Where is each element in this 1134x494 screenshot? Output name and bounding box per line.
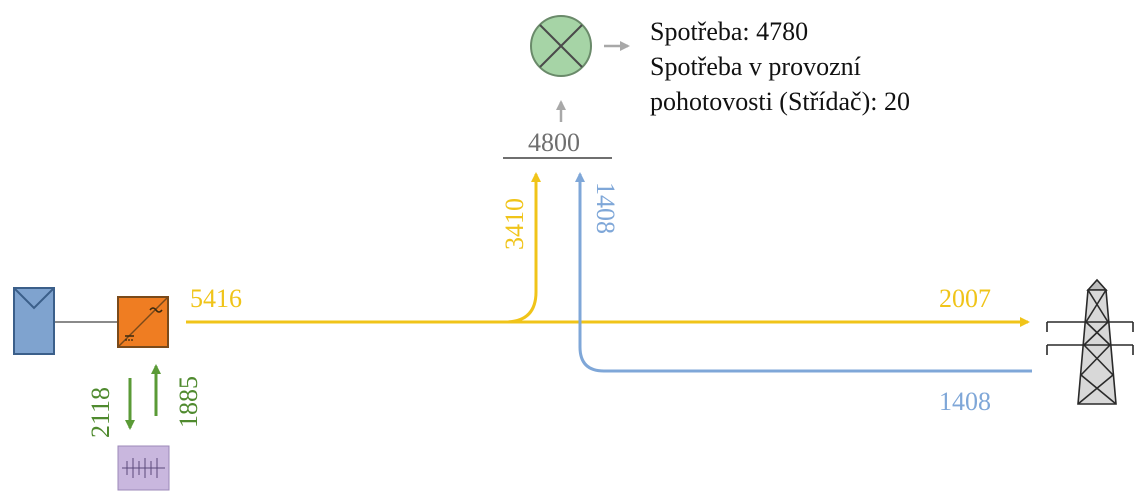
solar-to-home-flow xyxy=(504,172,541,324)
solar-to-home-value: 3410 xyxy=(500,198,529,250)
grid-export-value: 2007 xyxy=(939,284,991,313)
lamp-icon xyxy=(530,15,592,77)
power-pylon-icon xyxy=(1046,278,1134,405)
battery-charge-value: 2118 xyxy=(86,386,115,438)
standby-consumption-line: Spotřeba v provozní xyxy=(650,52,861,81)
pv-production-value: 5416 xyxy=(190,284,242,313)
grid-to-home-flow xyxy=(575,172,1032,373)
standby-consumption-line-cont: pohotovosti (Střídač): 20 xyxy=(650,87,910,116)
consumption-info: Spotřeba: 4780 Spotřeba v provozní pohot… xyxy=(650,14,910,119)
battery-discharge-value: 1885 xyxy=(174,376,203,428)
battery-icon xyxy=(117,445,170,491)
home-total-value: 4800 xyxy=(528,128,580,157)
consumption-line: Spotřeba: 4780 xyxy=(650,17,809,46)
solar-panel-icon xyxy=(13,287,55,355)
grid-to-home-value: 1408 xyxy=(591,182,620,234)
grid-import-value: 1408 xyxy=(939,387,991,416)
inverter-icon xyxy=(117,296,169,348)
